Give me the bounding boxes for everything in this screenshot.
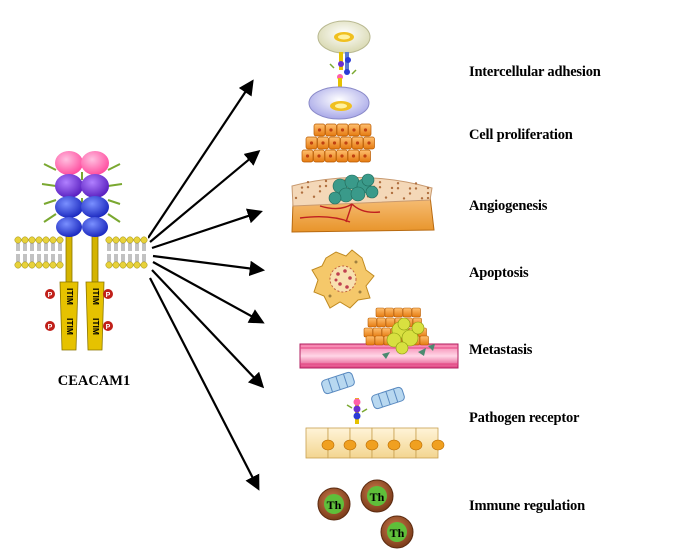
immune-regulation-illustration: Th Th Th (317, 479, 414, 549)
svg-text:Th: Th (390, 526, 405, 540)
protein-name-label: CEACAM1 (57, 373, 131, 389)
phospho-label: P (106, 324, 111, 331)
function-label-apoptosis: Apoptosis (469, 265, 529, 281)
angiogenesis-illustration (291, 173, 435, 233)
arrow-cell-proliferation (149, 150, 261, 243)
function-label-immune-regulation: Immune regulation (469, 498, 585, 514)
cell-proliferation-illustration (301, 123, 375, 163)
phospho-label: P (48, 324, 53, 331)
function-label-pathogen-receptor: Pathogen receptor (469, 410, 580, 426)
phospho-label: P (48, 292, 53, 299)
svg-text:Th: Th (327, 498, 342, 512)
phosphate-group (45, 289, 55, 299)
t-cell: Th (317, 487, 351, 521)
arrow-intercellular-adhesion (147, 79, 254, 239)
arrow-metastasis (152, 261, 265, 324)
apoptosis-illustration (311, 249, 375, 309)
function-label-cell-proliferation: Cell proliferation (469, 127, 573, 143)
function-label-metastasis: Metastasis (469, 342, 533, 358)
t-cell: Th (360, 479, 394, 513)
pathogen-receptor-illustration (305, 371, 445, 459)
ig-domains (55, 151, 109, 237)
t-cell: Th (380, 515, 414, 549)
svg-text:Th: Th (370, 490, 385, 504)
arrow-apoptosis (152, 254, 266, 277)
glycan-chains (41, 163, 123, 223)
function-label-angiogenesis: Angiogenesis (469, 198, 548, 214)
arrows (147, 79, 266, 491)
itim-label: ITIM (91, 288, 101, 305)
phospho-label: P (106, 292, 111, 299)
intercellular-adhesion-illustration (308, 20, 371, 120)
arrow-immune-regulation (149, 277, 260, 491)
phosphate-group (103, 289, 113, 299)
itim-label: ITIM (65, 288, 75, 305)
arrow-pathogen-receptor (151, 269, 265, 389)
cell-membrane (14, 236, 148, 269)
function-label-intercellular-adhesion: Intercellular adhesion (469, 64, 601, 80)
phosphate-group (103, 321, 113, 331)
itim-label: ITIM (91, 318, 101, 335)
cytoplasmic-tails: ITIM ITIM ITIM ITIM P P P P (45, 281, 113, 351)
ceacam1-protein: ITIM ITIM ITIM ITIM P P P P (14, 151, 148, 351)
arrow-angiogenesis (151, 208, 263, 250)
itim-label: ITIM (65, 318, 75, 335)
phosphate-group (45, 321, 55, 331)
metastasis-illustration (299, 307, 459, 369)
